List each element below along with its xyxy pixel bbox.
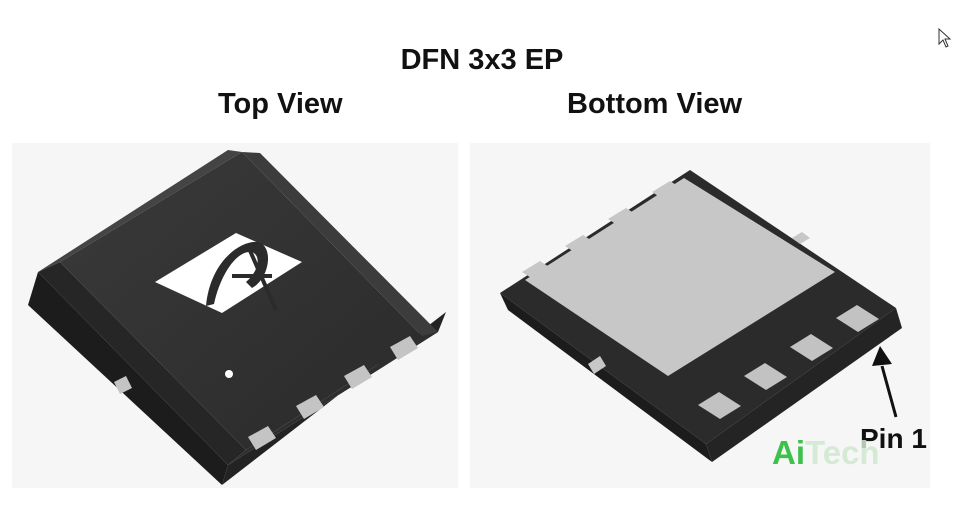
page-title: DFN 3x3 EP xyxy=(400,44,564,76)
top-view-top-face xyxy=(60,152,422,450)
bottom-view-tab xyxy=(792,232,810,244)
bottom-view-label: Bottom View xyxy=(567,88,743,120)
ap-logo-mark xyxy=(206,241,269,306)
top-view-pad xyxy=(296,395,324,419)
top-view-bevel-front-right xyxy=(228,332,438,465)
top-view-pad xyxy=(344,365,372,389)
pin1-dot xyxy=(225,370,233,378)
exposed-pad xyxy=(525,178,835,376)
watermark: AiTech xyxy=(772,434,880,472)
top-view-bevel-back-left xyxy=(38,150,242,272)
watermark-part1: Ai xyxy=(772,434,805,471)
watermark-part2: Tech xyxy=(805,434,880,471)
top-view-label: Top View xyxy=(218,88,343,120)
pin1-label: Pin 1 xyxy=(860,423,927,454)
bottom-view-tab xyxy=(588,356,606,374)
bottom-view-package xyxy=(500,170,902,462)
top-view-pad xyxy=(248,426,276,450)
bottom-view-side-left xyxy=(500,293,712,462)
top-view-package xyxy=(28,150,446,485)
bottom-view-pad xyxy=(744,363,787,390)
bottom-view-pad xyxy=(698,392,741,419)
bottom-view-side-right xyxy=(706,308,902,462)
bottom-view-pad xyxy=(565,235,603,259)
top-view-pad xyxy=(114,376,132,394)
top-view-bevel-front-left xyxy=(38,262,246,465)
top-view-pad xyxy=(390,336,418,360)
bottom-view-pad xyxy=(790,334,833,361)
top-view-side-left xyxy=(28,272,228,485)
bottom-view-pad xyxy=(522,261,560,285)
pin1-arrow xyxy=(872,346,898,418)
bottom-view-pad-pin1 xyxy=(836,305,879,332)
bottom-view-pad xyxy=(652,181,690,205)
bottom-view-pad xyxy=(608,208,646,232)
top-view-bevel-back-right xyxy=(242,152,438,336)
mouse-pointer-icon xyxy=(938,28,952,48)
